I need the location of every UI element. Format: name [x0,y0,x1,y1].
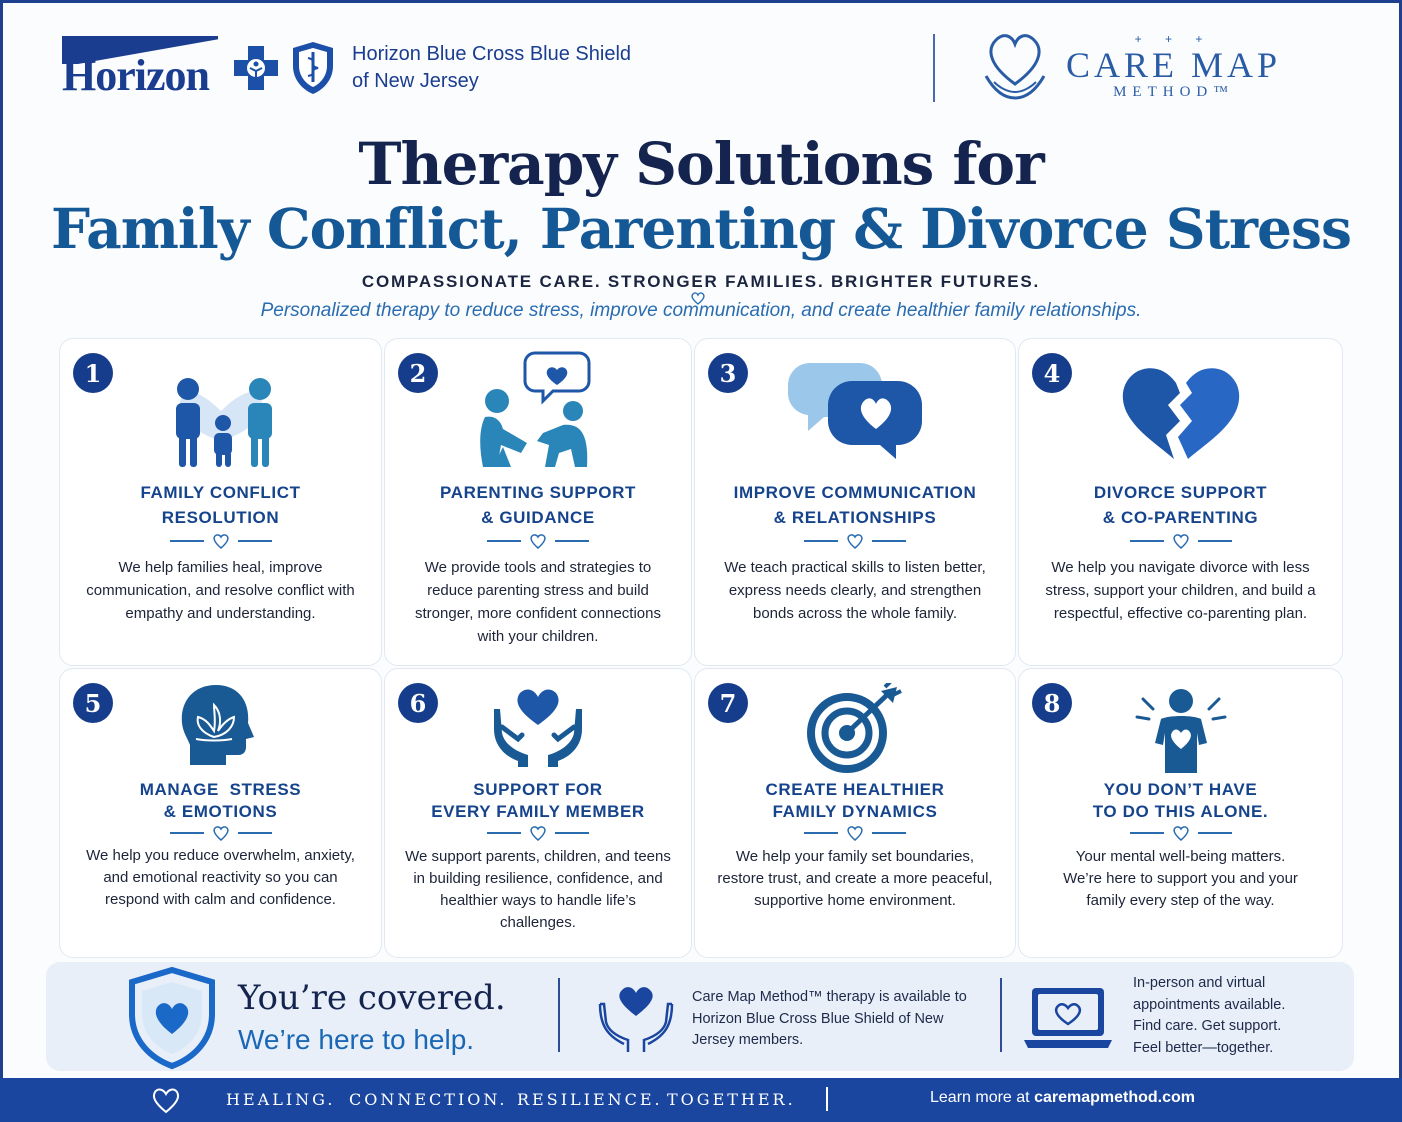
heart-divider [695,825,1015,841]
card-manage-stress[interactable]: 5 MANAGE STRESS& EMOTIONS We help you re… [59,668,382,958]
card-body: Your mental well-being matters. We’re he… [1063,848,1298,909]
caremap-title: CARE MAP [1066,44,1282,85]
brand-name: Horizon Blue Cross Blue Shield of New Je… [352,41,631,95]
appointments-text: In-person and virtual appointments avail… [1133,975,1286,1056]
panel-divider [1000,978,1002,1052]
availability-text: Care Map Method™ therapy is available to… [692,989,967,1048]
heart-hands-icon [984,34,1046,100]
coverage-panel [46,962,1354,1071]
card-body: We help your family set boundaries, rest… [717,848,993,909]
panel-divider [558,978,560,1052]
card-number: 6 [398,683,438,723]
card-body: We help you reduce overwhelm, anxiety, a… [86,847,355,908]
card-number: 1 [73,353,113,393]
small-heart-icon [691,292,705,305]
caremap-logo[interactable]: + + + CARE MAP METHOD™ [980,28,1281,104]
card-number: 8 [1032,683,1072,723]
horizon-logo: Horizon [62,35,222,101]
divider-heart-icon [1172,534,1189,549]
horizon-brand[interactable]: Horizon Horizon Blue Cross Blue Shield o… [62,35,631,101]
footer-bar: HEALING. CONNECTION. RESILIENCE. TOGETHE… [0,1078,1402,1122]
divider-heart-icon [847,534,863,549]
card-number: 2 [398,353,438,393]
head-lotus-icon [60,681,381,769]
card-heading: IMPROVE COMMUNICATION& RELATIONSHIPS [733,483,977,527]
page-title-line1: Therapy Solutions for [358,130,1044,198]
card-number: 5 [73,683,113,723]
tagline: COMPASSIONATE CARE. STRONGER FAMILIES. B… [361,272,1041,291]
divider-heart-icon [530,534,546,549]
card-body: We support parents, children, and teens … [405,848,671,931]
card-number: 7 [708,683,748,723]
card-body: We provide tools and strategies to reduc… [415,559,661,645]
laptop-heart-icon [1024,988,1112,1048]
card-number: 4 [1032,353,1072,393]
shield-heart-icon [129,966,215,1070]
footer-heart-icon [152,1088,180,1114]
brand-name-line1: Horizon Blue Cross Blue Shield [352,43,632,65]
heart-divider [385,825,691,841]
card-body: We help families heal, improve communica… [86,559,355,622]
hands-heart-icon [385,683,691,771]
chat-bubbles-heart-icon [695,359,1015,459]
card-parenting-support[interactable]: 2 PARENTING SUPPORT& GUIDANCE We provide… [384,338,692,666]
footer-word-healing: HEALING. [226,1090,336,1109]
person-heart-icon [1019,683,1342,775]
parent-child-talk-icon [385,349,691,474]
broken-heart-icon [1019,363,1342,463]
heart-divider [695,533,1015,549]
page-title-line2: Family Conflict, Parenting & Divorce Str… [51,196,1352,261]
covered-heading: You’re covered. [238,978,506,1018]
footer-divider [826,1087,828,1111]
divider-heart-icon [847,826,863,841]
card-heading: DIVORCE SUPPORT& CO-PARENTING [1093,483,1268,527]
card-improve-communication[interactable]: 3 IMPROVE COMMUNICATION& RELATIONSHIPS W… [694,338,1016,666]
hands-heart-icon [598,987,674,1052]
target-arrow-icon [695,683,1015,773]
card-heading: PARENTING SUPPORT& GUIDANCE [440,483,636,527]
caremap-plus: + + + [1134,31,1213,46]
card-heading: MANAGE STRESS& EMOTIONS [139,780,302,821]
heart-divider [60,533,381,549]
brand-name-line2: of New Jersey [352,70,479,92]
card-number: 3 [708,353,748,393]
divider-heart-icon [212,534,229,549]
divider-heart-icon [530,826,546,841]
heart-divider [385,533,691,549]
blue-shield-icon [293,42,333,94]
divider-heart-icon [212,826,229,841]
header-divider [933,34,935,102]
footer-word-connection: CONNECTION. [349,1090,508,1109]
heart-divider [1019,825,1342,841]
heart-divider [1019,533,1342,549]
card-divorce-support[interactable]: 4 DIVORCE SUPPORT& CO-PARENTING We help … [1018,338,1343,666]
footer-word-together: TOGETHER. [667,1090,796,1109]
card-body: We help you navigate divorce with less s… [1045,559,1316,622]
family-icon [60,371,381,471]
blue-cross-icon [234,46,278,90]
heart-divider [60,825,381,841]
caremap-subtitle: METHOD™ [1113,83,1234,100]
card-body: We teach practical skills to listen bett… [724,559,986,622]
covered-subheading: We’re here to help. [238,1024,475,1055]
learn-more-url[interactable]: caremapmethod.com [1034,1089,1195,1106]
subtitle: Personalized therapy to reduce stress, i… [260,300,1142,321]
learn-more-link[interactable]: Learn more at caremapmethod.com [930,1089,1195,1107]
divider-heart-icon [1172,826,1189,841]
footer-word-resilience: RESILIENCE. [517,1090,663,1109]
learn-more-prefix: Learn more at [930,1089,1035,1106]
